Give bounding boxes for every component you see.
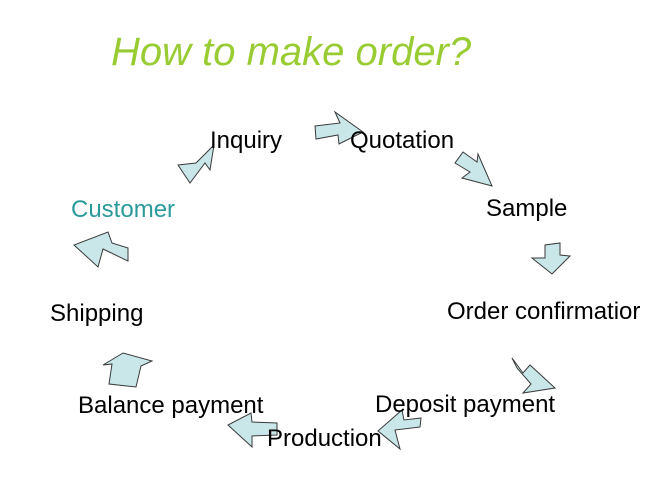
- step-inquiry: Inquiry: [210, 127, 283, 154]
- arrow-deposit-to-production: [377, 409, 422, 451]
- step-order-confirmation: Order confirmatior: [447, 298, 641, 325]
- arrow-customer-to-inquiry: [177, 143, 215, 184]
- arrow-order-confirmation-to-deposit: [511, 357, 557, 394]
- arrow-balance-to-shipping: [102, 352, 154, 388]
- step-deposit-payment: Deposit payment: [375, 391, 556, 418]
- step-sample: Sample: [486, 195, 568, 222]
- arrow-shipping-to-customer: [73, 231, 129, 268]
- arrow-inquiry-to-quotation: [314, 110, 364, 145]
- step-shipping: Shipping: [50, 300, 144, 327]
- step-balance-payment: Balance payment: [78, 392, 264, 419]
- arrow-sample-to-order-confirmation: [530, 242, 572, 275]
- diagram-title: How to make order?: [111, 30, 472, 74]
- step-customer: Customer: [71, 196, 176, 223]
- arrow-production-to-balance: [227, 412, 278, 449]
- step-production: Production: [267, 425, 382, 452]
- arrow-quotation-to-sample: [454, 151, 493, 187]
- step-quotation: Quotation: [350, 127, 455, 154]
